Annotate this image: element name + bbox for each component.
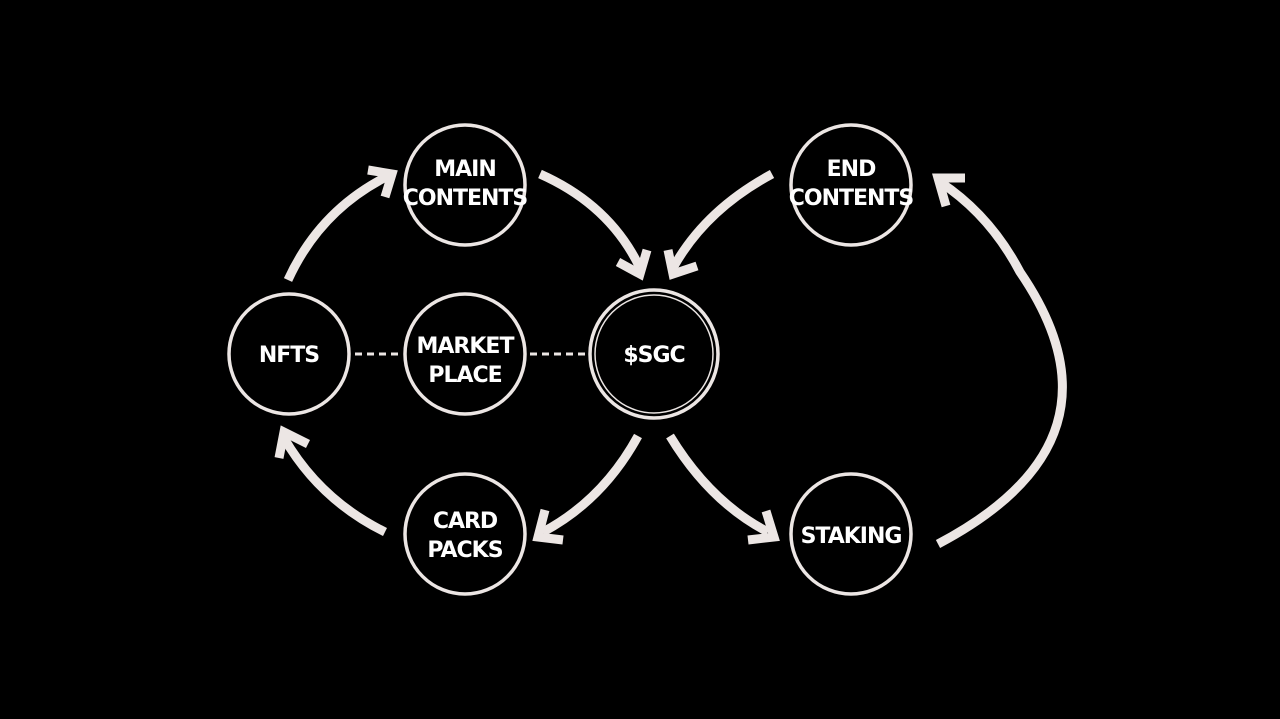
node-card-packs-line-2: PACKS [427,538,502,563]
node-staking: STAKING [789,472,913,596]
arrow-sgc-to-card-packs [532,433,642,545]
node-market-place: MARKET PLACE [403,292,527,416]
node-sgc-line-1: $SGC [623,343,684,368]
node-main-contents: MAIN CONTENTS [403,123,528,247]
nodes: MAIN CONTENTS END CONTENTS NFTS MARKET P… [227,123,914,596]
node-end-contents: END CONTENTS [789,123,914,247]
node-main-contents-line-2: CONTENTS [403,186,528,211]
node-staking-line-1: STAKING [801,524,902,549]
node-market-place-line-2: PLACE [428,363,501,388]
node-card-packs-line-1: CARD [433,509,498,534]
node-sgc: $SGC [588,288,720,420]
arrow-nfts-to-main-contents [283,165,398,282]
flow-arrows [274,165,1067,548]
arrow-staking-to-end-contents [932,173,1067,548]
node-end-contents-line-2: CONTENTS [789,186,914,211]
arrow-card-packs-to-nfts [274,425,387,537]
arrow-main-contents-to-sgc [538,169,652,281]
node-main-contents-line-1: MAIN [434,157,496,182]
arrow-end-contents-to-sgc [663,170,775,280]
node-end-contents-line-1: END [827,157,876,182]
arrow-sgc-to-staking [666,433,780,545]
node-card-packs: CARD PACKS [403,472,527,596]
node-market-place-line-1: MARKET [417,334,515,359]
node-nfts-line-1: NFTS [259,343,319,368]
node-nfts: NFTS [227,292,351,416]
